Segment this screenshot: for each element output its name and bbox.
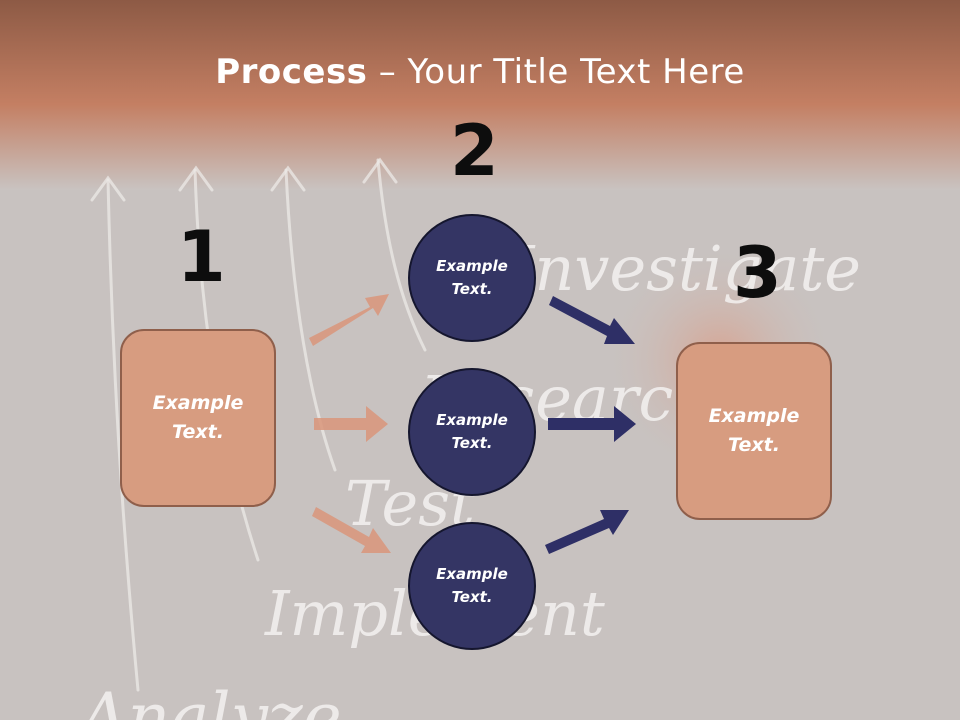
arrow-right-bottom: [545, 510, 629, 554]
arrow-left-bottom: [312, 507, 391, 553]
step-2-label-bottom: Example Text.: [436, 565, 508, 606]
step-2-circle-middle[interactable]: Example Text.: [408, 368, 536, 496]
arrow-left-middle: [314, 406, 388, 442]
step-3-box[interactable]: Example Text.: [676, 342, 832, 520]
step-2-label-top: Example Text.: [436, 257, 508, 298]
step-1-box[interactable]: Example Text.: [120, 329, 276, 507]
step-3-label: Example Text.: [708, 405, 800, 456]
right-arrows: [545, 296, 636, 554]
step-2-circle-top[interactable]: Example Text.: [408, 214, 536, 342]
step-number-3: 3: [733, 232, 782, 314]
step-number-2: 2: [450, 110, 499, 192]
left-arrows: [309, 294, 391, 553]
arrow-left-top: [309, 294, 389, 346]
arrow-right-middle: [548, 406, 636, 442]
title-rest: – Your Title Text Here: [367, 52, 745, 92]
chalk-word-investigate: Investigate: [509, 232, 861, 305]
step-number-1: 1: [177, 216, 226, 298]
page-title: Process – Your Title Text Here: [0, 52, 960, 92]
arrow-right-top: [549, 296, 635, 344]
step-1-label: Example Text.: [152, 392, 244, 443]
step-2-circle-bottom[interactable]: Example Text.: [408, 522, 536, 650]
chalk-word-analyze: Analyze: [74, 679, 342, 720]
title-bold: Process: [215, 52, 368, 92]
step-2-label-middle: Example Text.: [436, 411, 508, 452]
